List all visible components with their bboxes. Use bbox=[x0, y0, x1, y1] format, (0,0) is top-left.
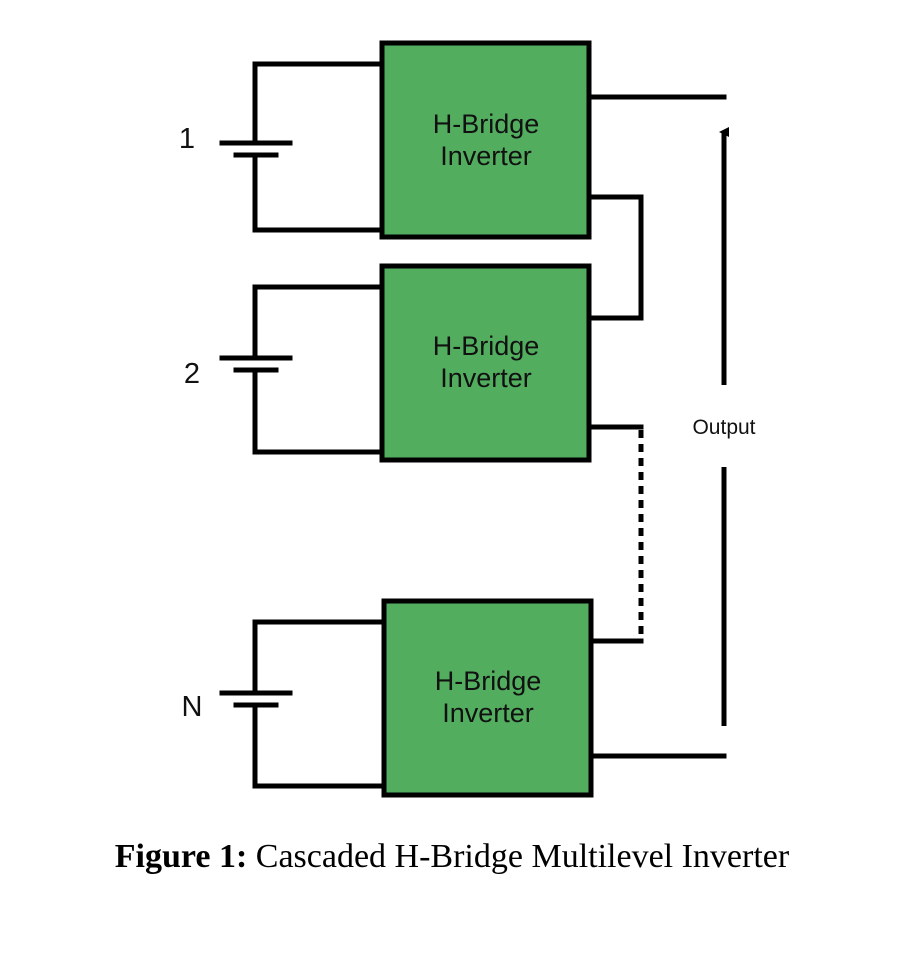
figure-caption-prefix: Figure 1: bbox=[114, 838, 248, 875]
link-1-to-2-wire bbox=[586, 194, 644, 321]
inverter-1-box bbox=[379, 40, 592, 240]
inverter-2-box bbox=[379, 263, 592, 463]
source-n-top-wire bbox=[252, 619, 387, 696]
source-2-bottom-wire bbox=[252, 367, 385, 455]
inverter-n-label-line2: Inverter bbox=[442, 698, 534, 728]
source-1-bottom-wire bbox=[252, 152, 385, 233]
figure-caption-text: Cascaded H-Bridge Multilevel Inverter bbox=[255, 838, 790, 875]
source-2-label: 2 bbox=[184, 358, 200, 390]
inverter-n-label-line1: H-Bridge bbox=[435, 666, 542, 696]
inverter-1-label-line1: H-Bridge bbox=[433, 109, 540, 139]
source-n-label: N bbox=[182, 691, 203, 723]
output-label: Output bbox=[692, 416, 755, 439]
inverter-2-label-line1: H-Bridge bbox=[433, 331, 540, 361]
source-1-top-wire bbox=[252, 61, 385, 146]
figure-caption: Figure 1: Cascaded H-Bridge Multilevel I… bbox=[0, 838, 904, 876]
source-1-label: 1 bbox=[179, 123, 195, 155]
inverter-2-label-line2: Inverter bbox=[440, 363, 532, 393]
source-n-bottom-wire bbox=[252, 702, 387, 789]
source-2-top-wire bbox=[252, 284, 385, 361]
inverter-n-box bbox=[381, 598, 594, 798]
inverter-1-label-line2: Inverter bbox=[440, 141, 532, 171]
